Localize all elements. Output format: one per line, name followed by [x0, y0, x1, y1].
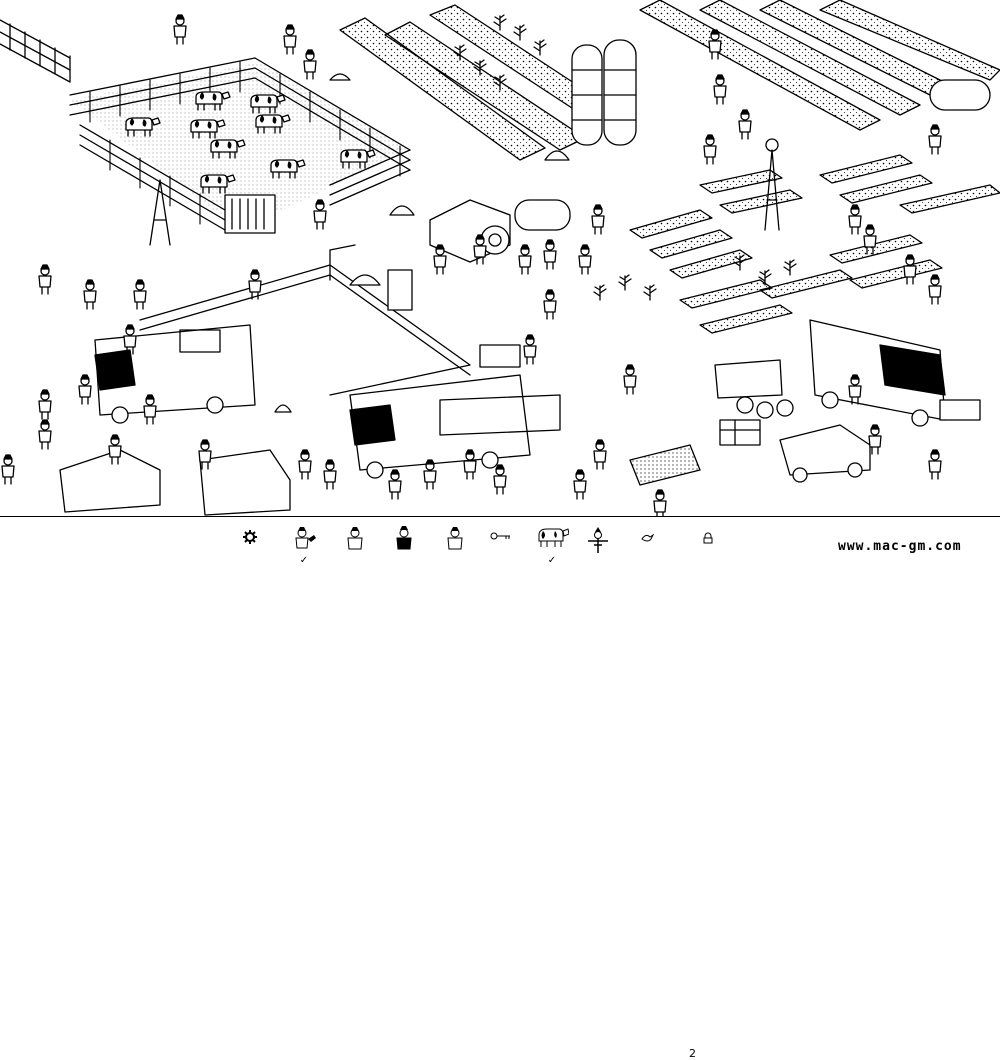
lock-icon: [703, 532, 713, 544]
fence-top-left: [0, 19, 71, 83]
crates-barrels: [629, 396, 981, 486]
windmill: [149, 138, 780, 246]
target-person-icon[interactable]: [392, 525, 420, 557]
key-icon[interactable]: [490, 531, 512, 541]
target-character-with-object-icon[interactable]: ✓: [290, 525, 318, 566]
vehicles-bottom: [59, 344, 871, 516]
crop-field-top-right: [639, 0, 1000, 131]
watermark: www.mac-gm.com: [838, 539, 962, 554]
pig-pen: [139, 244, 471, 396]
silos: [571, 39, 637, 146]
crop-beds-middle: [629, 154, 1000, 334]
rv-right: [809, 319, 946, 427]
rocks: [274, 73, 570, 413]
remaining-count: 2: [689, 1047, 696, 1060]
cow-pen: [69, 57, 411, 234]
crop-field-top: [339, 4, 601, 161]
scarecrow-icon[interactable]: [586, 525, 614, 557]
bird-icon[interactable]: [640, 531, 654, 545]
tractor-tanker: [429, 199, 571, 263]
game-scene[interactable]: [0, 0, 1000, 516]
rv-middle: [349, 374, 561, 479]
found-check: ✓: [299, 555, 309, 566]
target-person-icon[interactable]: [443, 525, 471, 557]
found-check: ✓: [547, 555, 557, 566]
gear-icon[interactable]: [242, 529, 258, 545]
cow-icon[interactable]: ✓: [535, 525, 569, 566]
target-person-icon[interactable]: [343, 525, 371, 557]
